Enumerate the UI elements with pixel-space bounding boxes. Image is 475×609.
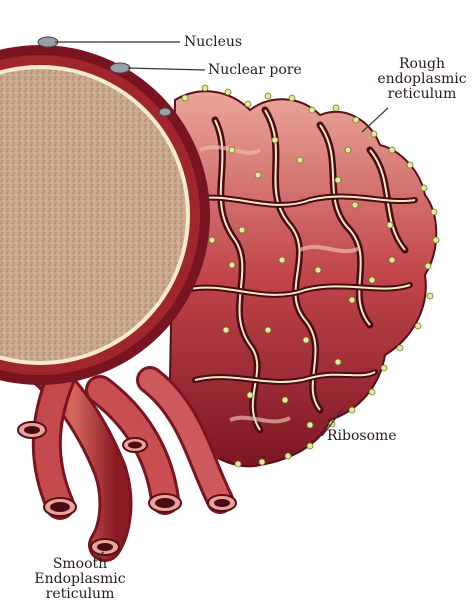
ribosome-dot <box>415 323 421 329</box>
ribosome-dot <box>433 237 439 243</box>
ribosome-dot <box>265 327 271 333</box>
ribosome-dot <box>369 277 375 283</box>
ribosome-dot <box>225 89 231 95</box>
ribosome-dot <box>389 257 395 263</box>
ribosome-dot <box>425 263 431 269</box>
ribosome-dot <box>345 147 351 153</box>
leader-nuclear-pore <box>128 68 205 70</box>
ribosome-dot <box>389 147 395 153</box>
ribosome-dot <box>335 359 341 365</box>
ribosome-dot <box>285 453 291 459</box>
ribosome-dot <box>289 95 295 101</box>
ribosome-dot <box>255 172 261 178</box>
ribosome-dot <box>353 117 359 123</box>
ribosome-dot <box>381 365 387 371</box>
ribosome-dot <box>223 327 229 333</box>
ribosome-dot <box>297 157 303 163</box>
label-rough-er-line2: endoplasmic <box>370 72 474 87</box>
ribosome-dot <box>303 337 309 343</box>
ribosome-dot <box>349 407 355 413</box>
ribosome-dot <box>369 389 375 395</box>
ribosome-dot <box>421 185 427 191</box>
ribosome-dot <box>307 443 313 449</box>
rough-er-cisternae <box>170 91 436 466</box>
label-smooth-er: Smooth Endoplasmic reticulum <box>10 557 150 602</box>
ribosome-dot <box>407 162 413 168</box>
ribosome-dot <box>307 422 313 428</box>
ribosome-dot <box>235 461 241 467</box>
ribosome-dot <box>239 227 245 233</box>
ribosome-dot <box>259 459 265 465</box>
ribosome-dot <box>229 147 235 153</box>
ribosome-dot <box>202 85 208 91</box>
label-smooth-er-line1: Smooth <box>10 557 150 572</box>
label-smooth-er-line3: reticulum <box>10 587 150 602</box>
ribosome-dot <box>309 107 315 113</box>
ribosome-dot <box>335 177 341 183</box>
label-rough-er-line3: reticulum <box>370 87 474 102</box>
label-ribosome: Ribosome <box>327 429 397 444</box>
ribosome-dot <box>282 397 288 403</box>
ribosome-dot <box>333 105 339 111</box>
ribosome-dot <box>229 262 235 268</box>
ribosome-dot <box>247 392 253 398</box>
label-rough-er: Rough endoplasmic reticulum <box>370 57 474 102</box>
ribosome-dot <box>182 95 188 101</box>
label-nuclear-pore: Nuclear pore <box>208 63 302 78</box>
ribosome-dot <box>245 101 251 107</box>
ribosome-dot <box>209 237 215 243</box>
ribosome-dot <box>371 131 377 137</box>
label-rough-er-line1: Rough <box>370 57 474 72</box>
ribosome-dot <box>272 137 278 143</box>
ribosome-dot <box>349 297 355 303</box>
leader-rough-er <box>362 108 388 132</box>
ribosome-dot <box>387 222 393 228</box>
ribosome-dot <box>427 293 433 299</box>
ribosome-dot <box>352 202 358 208</box>
label-smooth-er-line2: Endoplasmic <box>10 572 150 587</box>
label-nucleus: Nucleus <box>184 35 242 50</box>
ribosome-dot <box>431 209 437 215</box>
ribosome-dot <box>265 93 271 99</box>
ribosome-dot <box>279 257 285 263</box>
ribosome-dot <box>315 267 321 273</box>
ribosome-dot <box>397 345 403 351</box>
